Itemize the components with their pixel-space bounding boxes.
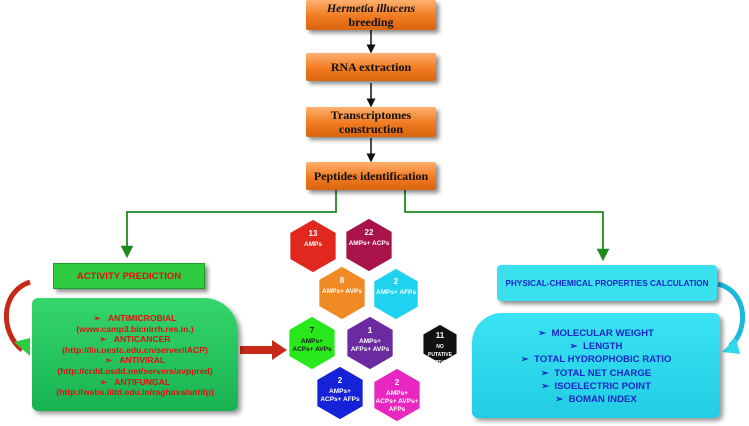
physchem-item: ➢ ISOELECTRIC POINT xyxy=(541,380,651,392)
hexagon-text: AMPs+ AFPs xyxy=(375,289,416,297)
hexagon-text: AMPs+ ACPs+ AVPs xyxy=(292,337,332,353)
step-peptides: Peptides identification xyxy=(306,162,436,190)
activity-url: (http://lin.uestc.edu.cn/server/iACP) xyxy=(62,344,208,355)
physchem-title: PHYSICAL-CHEMICAL PROPERTIES CALCULATION xyxy=(505,278,709,288)
activity-url: (http://crdd.osdd.net/servers/avppred) xyxy=(57,365,213,376)
physchem-item: ➢ TOTAL HYDROPHOBIC RATIO xyxy=(520,354,672,366)
physchem-item: ➢ LENGTH xyxy=(569,341,623,353)
hexagon-count: 1 xyxy=(367,325,373,335)
hexagon-text: AMPs+ ACPs+ AFPs xyxy=(320,387,360,403)
step-rna-text: RNA extraction xyxy=(330,60,412,74)
hexagon xyxy=(287,315,337,371)
activity-url: (www.camp3.bicnirrh.res.in.) xyxy=(76,323,194,334)
step-rna: RNA extraction xyxy=(306,53,436,81)
hexagon-text: AMPs xyxy=(303,240,323,248)
branch-right xyxy=(404,190,610,262)
activity-item: ➢ ANTIFUNGAL xyxy=(99,376,171,387)
hexagon-text: AMPs+ ACPs+ AVPs+ AFPs xyxy=(375,389,419,413)
hexagon-text: AMPs+ AFPs+ AVPs xyxy=(350,337,390,353)
physchem-item: ➢ MOLECULAR WEIGHT xyxy=(538,328,654,339)
hexagon-label: 11 NO PUTATIVE ACTIVITY xyxy=(424,332,456,367)
step-peptides-text: Peptides identification xyxy=(313,169,429,183)
red-arrow xyxy=(240,340,287,360)
hexagon-count: 22 xyxy=(364,227,374,237)
activity-item: ➢ ANTICANCER xyxy=(99,334,171,345)
hexagon xyxy=(345,315,395,371)
hexagon-count: 7 xyxy=(309,325,315,335)
activity-title-box: ACTIVITY PREDICTION xyxy=(53,263,205,289)
hexagon xyxy=(372,367,422,423)
step-breeding-text: breeding xyxy=(348,15,394,29)
hexagon-count: 2 xyxy=(337,375,343,385)
hexagon-count: 13 xyxy=(308,228,318,238)
hexagon xyxy=(315,365,365,421)
step-transcriptomes-text: Transcriptomes construction xyxy=(330,108,412,136)
hexagon-text: AMPs+ ACPs xyxy=(348,239,390,247)
hexagon xyxy=(288,218,338,274)
hexagon-text: NO PUTATIVE ACTIVITY xyxy=(428,344,452,366)
physchem-title-box: PHYSICAL-CHEMICAL PROPERTIES CALCULATION xyxy=(497,265,717,301)
hexagon-count: 8 xyxy=(339,275,345,285)
hexagon xyxy=(317,265,367,321)
hexagon xyxy=(344,217,394,273)
step-breeding: Hermetia illucens breeding xyxy=(306,0,436,30)
physchem-item: ➢ BOMAN INDEX xyxy=(555,394,637,406)
activity-item: ➢ ANTIMICROBIAL xyxy=(93,313,177,323)
physchem-panel: ➢ MOLECULAR WEIGHT ➢ LENGTH ➢ TOTAL HYDR… xyxy=(472,313,720,418)
hexagon-count: 2 xyxy=(394,377,400,387)
physchem-item: ➢ TOTAL NET CHARGE xyxy=(540,367,652,379)
activity-url: (http://webs.iiitd.edu.in/raghava/antifp… xyxy=(56,387,214,398)
activity-item: ➢ ANTIVIRAL xyxy=(104,355,166,366)
hexagon-count: 11 xyxy=(435,331,445,340)
hexagon-count: 2 xyxy=(393,277,399,287)
hexagon xyxy=(421,323,459,365)
activity-panel: ➢ ANTIMICROBIAL (www.camp3.bicnirrh.res.… xyxy=(32,298,238,411)
hexagon xyxy=(372,267,420,321)
step-transcriptomes: Transcriptomes construction xyxy=(306,107,436,137)
branch-left xyxy=(120,190,337,259)
step-species: Hermetia illucens xyxy=(326,1,416,15)
hexagon-text: AMPs+ AVPs xyxy=(322,287,362,295)
activity-title: ACTIVITY PREDICTION xyxy=(76,270,182,282)
